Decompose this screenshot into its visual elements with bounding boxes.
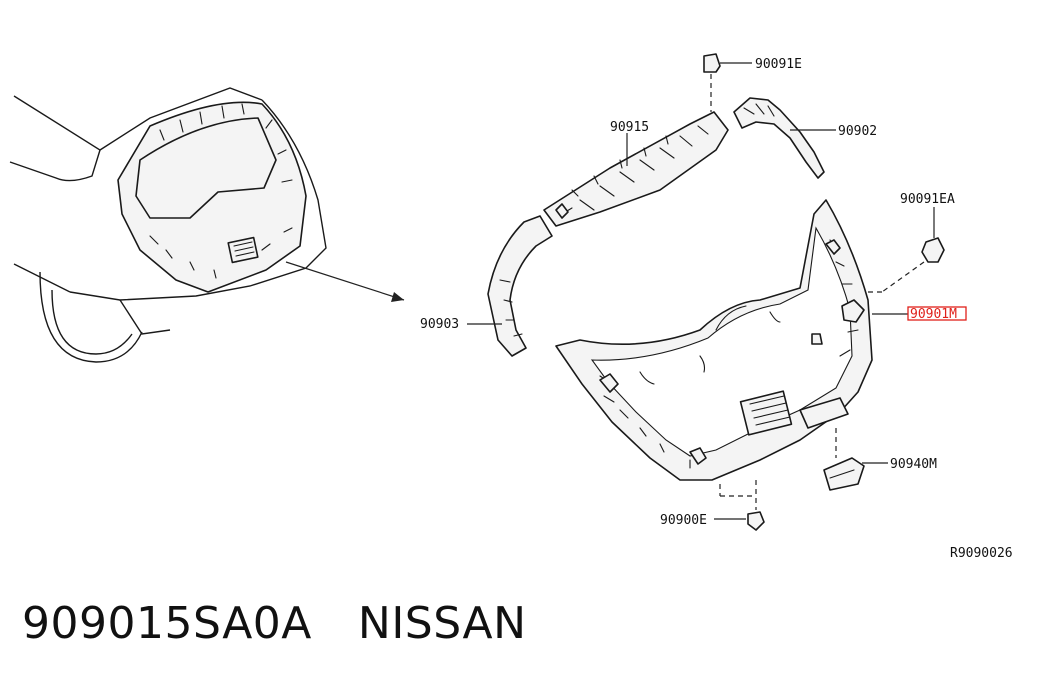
label-90940M: 90940M bbox=[890, 457, 937, 472]
label-90903: 90903 bbox=[420, 317, 459, 332]
part-90091E: 90091E bbox=[703, 53, 802, 112]
label-90900E: 90900E bbox=[660, 513, 707, 528]
highlight-box bbox=[907, 306, 967, 321]
part-90900E: 90900E bbox=[660, 480, 765, 531]
part-90901M: 90901M bbox=[555, 199, 967, 481]
part-caption: 909015SA0A NISSAN bbox=[22, 598, 527, 649]
part-90915: 90915 bbox=[543, 111, 729, 227]
part-number: 909015SA0A bbox=[22, 598, 312, 649]
label-90902: 90902 bbox=[838, 124, 877, 139]
part-90903: 90903 bbox=[420, 215, 553, 357]
reference-code: R9090026 bbox=[950, 546, 1013, 561]
part-90091EA: 90091EA bbox=[818, 192, 955, 293]
brand-name: NISSAN bbox=[357, 598, 527, 649]
label-90915: 90915 bbox=[610, 120, 649, 135]
part-90902: 90902 bbox=[733, 97, 877, 179]
vehicle-rear-illustration bbox=[9, 87, 405, 363]
part-90940M: 90940M bbox=[823, 428, 937, 491]
label-90901M: 90901M bbox=[910, 307, 957, 322]
label-90091E: 90091E bbox=[755, 57, 802, 72]
label-90091EA: 90091EA bbox=[900, 192, 955, 207]
